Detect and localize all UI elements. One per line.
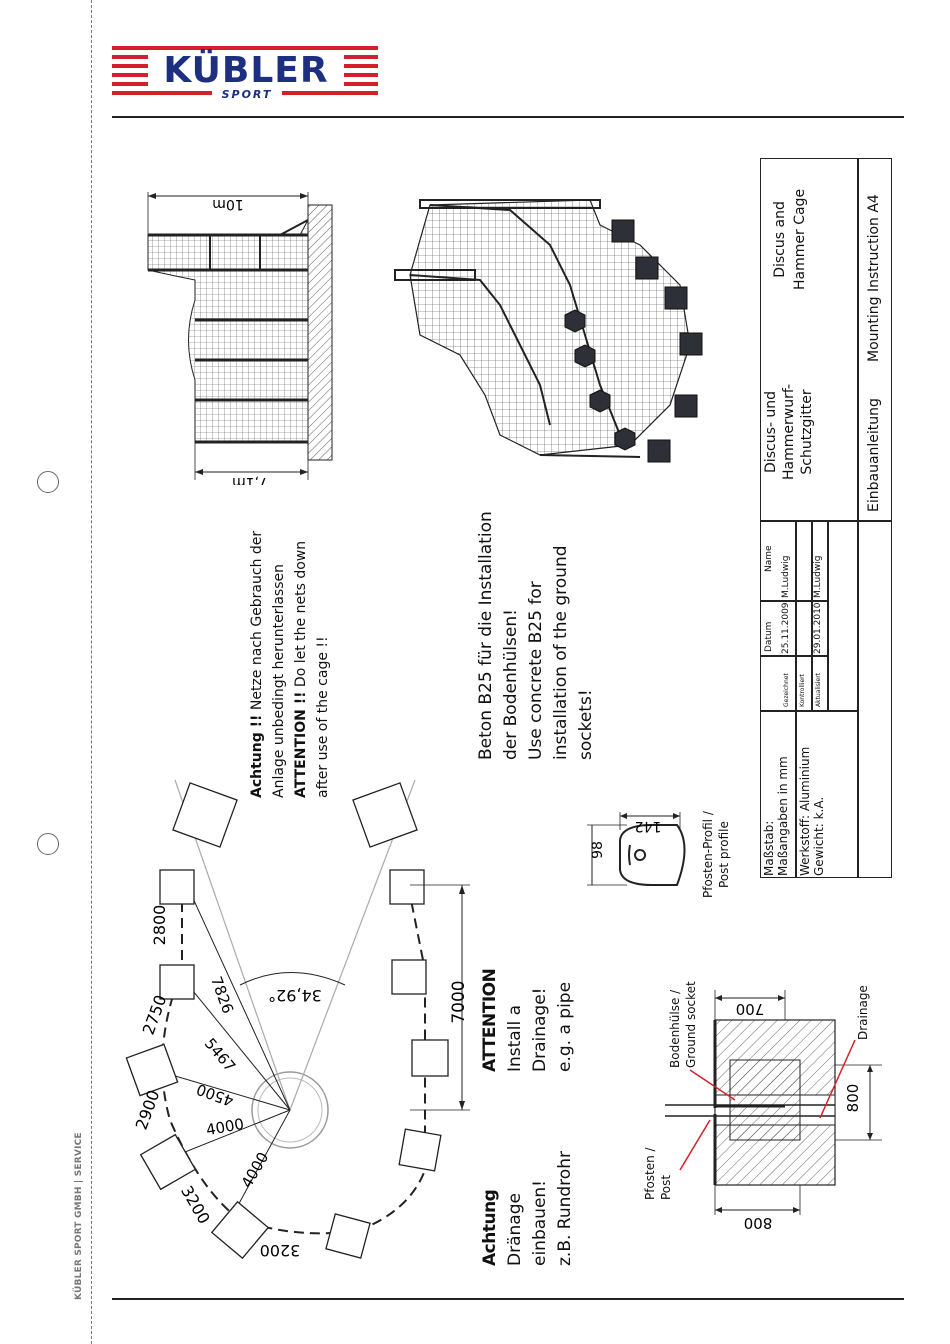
tb-title-de: Discus- und Hammerwurf- Schutzgitter bbox=[762, 384, 816, 480]
tb-doc-en: Mounting Instruction A4 bbox=[866, 194, 882, 362]
tb-row-updated-label: Aktualisiert bbox=[815, 672, 822, 707]
drainage-de-title: Achtung bbox=[480, 1189, 500, 1266]
cage-3d-drawing bbox=[390, 185, 720, 470]
dim-4000-a: 4000 bbox=[205, 1115, 246, 1139]
attention-nets-line-3: ATTENTION !! Do let the nets down bbox=[293, 540, 309, 798]
concrete-line-5: sockets! bbox=[576, 689, 596, 760]
socket-label: Bodenhülse / Ground socket bbox=[667, 981, 699, 1068]
header-rule bbox=[112, 116, 904, 118]
attention-nets-line-4: after use of the cage !! bbox=[315, 636, 331, 798]
post-profile-label: Pfosten-Profil / Post profile bbox=[700, 811, 732, 898]
concrete-line-4: installation of the ground bbox=[551, 545, 571, 760]
title-block bbox=[760, 158, 892, 878]
drainage-en-line-1: Install a bbox=[505, 1005, 525, 1072]
binding-cut-line bbox=[91, 0, 92, 1344]
attention-nets-line-2: Anlage unbedingt herunterlassen bbox=[271, 564, 287, 798]
drainage-en-title: ATTENTION bbox=[480, 968, 500, 1072]
tb-doc-de: Einbauanleitung bbox=[866, 398, 882, 512]
tb-scale-label: Maßstab: bbox=[762, 820, 776, 876]
dim-3200-b: 3200 bbox=[260, 1241, 301, 1260]
tb-row-drawn-label: Gezeichnet bbox=[783, 673, 790, 707]
tb-col-date: Datum bbox=[764, 621, 774, 652]
tb-title-de-2: Hammerwurf- bbox=[781, 383, 797, 480]
tb-title-en-1: Discus and bbox=[772, 201, 788, 278]
tb-title-de-3: Schutzgitter bbox=[799, 389, 815, 475]
tb-col-name: Name bbox=[764, 545, 774, 572]
plan-view-drawing: 7000 2800 2750 2900 3200 3200 7826 5467 … bbox=[120, 770, 480, 1270]
dim-2900: 2900 bbox=[132, 1087, 164, 1132]
side-company-label: KÜBLER SPORT GMBH | SERVICE bbox=[74, 1132, 84, 1300]
tb-weight: Gewicht: k.A. bbox=[812, 796, 826, 876]
post-label-de: Pfosten / bbox=[643, 1147, 657, 1200]
profile-dim-h: 98 bbox=[590, 841, 606, 859]
concrete-line-3: Use concrete B25 for bbox=[526, 581, 546, 760]
sector-angle: 34,92° bbox=[268, 986, 322, 1005]
dim-3200-a: 3200 bbox=[177, 1182, 214, 1227]
punch-hole-bottom bbox=[37, 833, 59, 855]
post-profile-drawing: 142 98 bbox=[582, 800, 742, 900]
socket-section-drawing: 700 800 800 bbox=[660, 990, 890, 1232]
attention-nets-line-1: Achtung !! Netze nach Gebrauch der bbox=[249, 530, 265, 798]
drainage-label: Drainage bbox=[856, 985, 870, 1040]
dim-4000-b: 4000 bbox=[238, 1149, 273, 1191]
drainage-note-en: ATTENTION Install a Drainage! e.g. a pip… bbox=[478, 969, 578, 1072]
dim-4500: 4500 bbox=[194, 1080, 236, 1110]
socket-dim-top: 700 bbox=[736, 1000, 765, 1018]
concrete-note: Beton B25 für die Installation der Boden… bbox=[474, 511, 599, 760]
side-view-height-label: 7,1m bbox=[232, 474, 268, 485]
socket-label-en: Ground socket bbox=[684, 981, 698, 1068]
tb-title-en: Discus and Hammer Cage bbox=[770, 189, 810, 290]
post-label: Pfosten / Post bbox=[642, 1147, 674, 1200]
profile-label-en: Post profile bbox=[717, 821, 731, 888]
drainage-en-line-2: Drainage! bbox=[530, 987, 550, 1072]
drainage-de-line-2: einbauen! bbox=[530, 1180, 550, 1266]
profile-dim-w: 142 bbox=[635, 818, 662, 834]
tb-title-en-2: Hammer Cage bbox=[792, 188, 808, 290]
attention-nets-note: Achtung !! Netze nach Gebrauch der Anlag… bbox=[246, 531, 334, 798]
tb-title-de-1: Discus- und bbox=[763, 391, 779, 473]
side-view-width-label: 10m bbox=[212, 196, 243, 212]
dim-2800: 2800 bbox=[150, 905, 169, 946]
tb-material: Werkstoff: Aluminium bbox=[798, 746, 812, 876]
drainage-de-line-1: Dränage bbox=[505, 1193, 525, 1266]
profile-label-de: Pfosten-Profil / bbox=[701, 811, 715, 898]
footer-rule bbox=[112, 1298, 904, 1300]
socket-dim-bottom: 800 bbox=[744, 1214, 773, 1230]
punch-hole-top bbox=[37, 471, 59, 493]
tb-row-drawn-date: 25.11.2009 bbox=[781, 602, 791, 654]
post-label-en: Post bbox=[659, 1174, 673, 1200]
tb-row-updated-name: M.Ludwig bbox=[813, 555, 823, 598]
drainage-en-line-3: e.g. a pipe bbox=[555, 981, 575, 1072]
side-elevation-drawing: 10m 7,1m bbox=[140, 180, 340, 490]
tb-material-weight: Werkstoff: Aluminium Gewicht: k.A. bbox=[798, 747, 826, 876]
drainage-note-de: Achtung Dränage einbauen! z.B. Rundrohr bbox=[478, 1151, 578, 1266]
tb-row-updated-date: 29.01.2010 bbox=[813, 602, 823, 654]
dim-7826: 7826 bbox=[207, 974, 237, 1016]
socket-label-de: Bodenhülse / bbox=[668, 989, 682, 1068]
kuebler-logo: KÜBLER SPORT bbox=[112, 44, 378, 101]
socket-dim-depth: 800 bbox=[844, 1084, 862, 1113]
logo-wordmark: KÜBLER bbox=[163, 49, 328, 91]
tb-row-checked-label: Kontrolliert bbox=[799, 674, 806, 707]
tb-units: Maßangaben in mm bbox=[776, 756, 790, 876]
concrete-line-2: der Bodenhülsen! bbox=[501, 609, 521, 760]
concrete-line-1: Beton B25 für die Installation bbox=[476, 511, 496, 760]
drainage-de-line-3: z.B. Rundrohr bbox=[555, 1151, 575, 1266]
tb-scale-units: Maßstab: Maßangaben in mm bbox=[762, 756, 790, 876]
tb-row-drawn-name: M.Ludwig bbox=[781, 555, 791, 598]
logo-tagline: SPORT bbox=[222, 88, 273, 100]
dim-7000: 7000 bbox=[449, 980, 469, 1023]
